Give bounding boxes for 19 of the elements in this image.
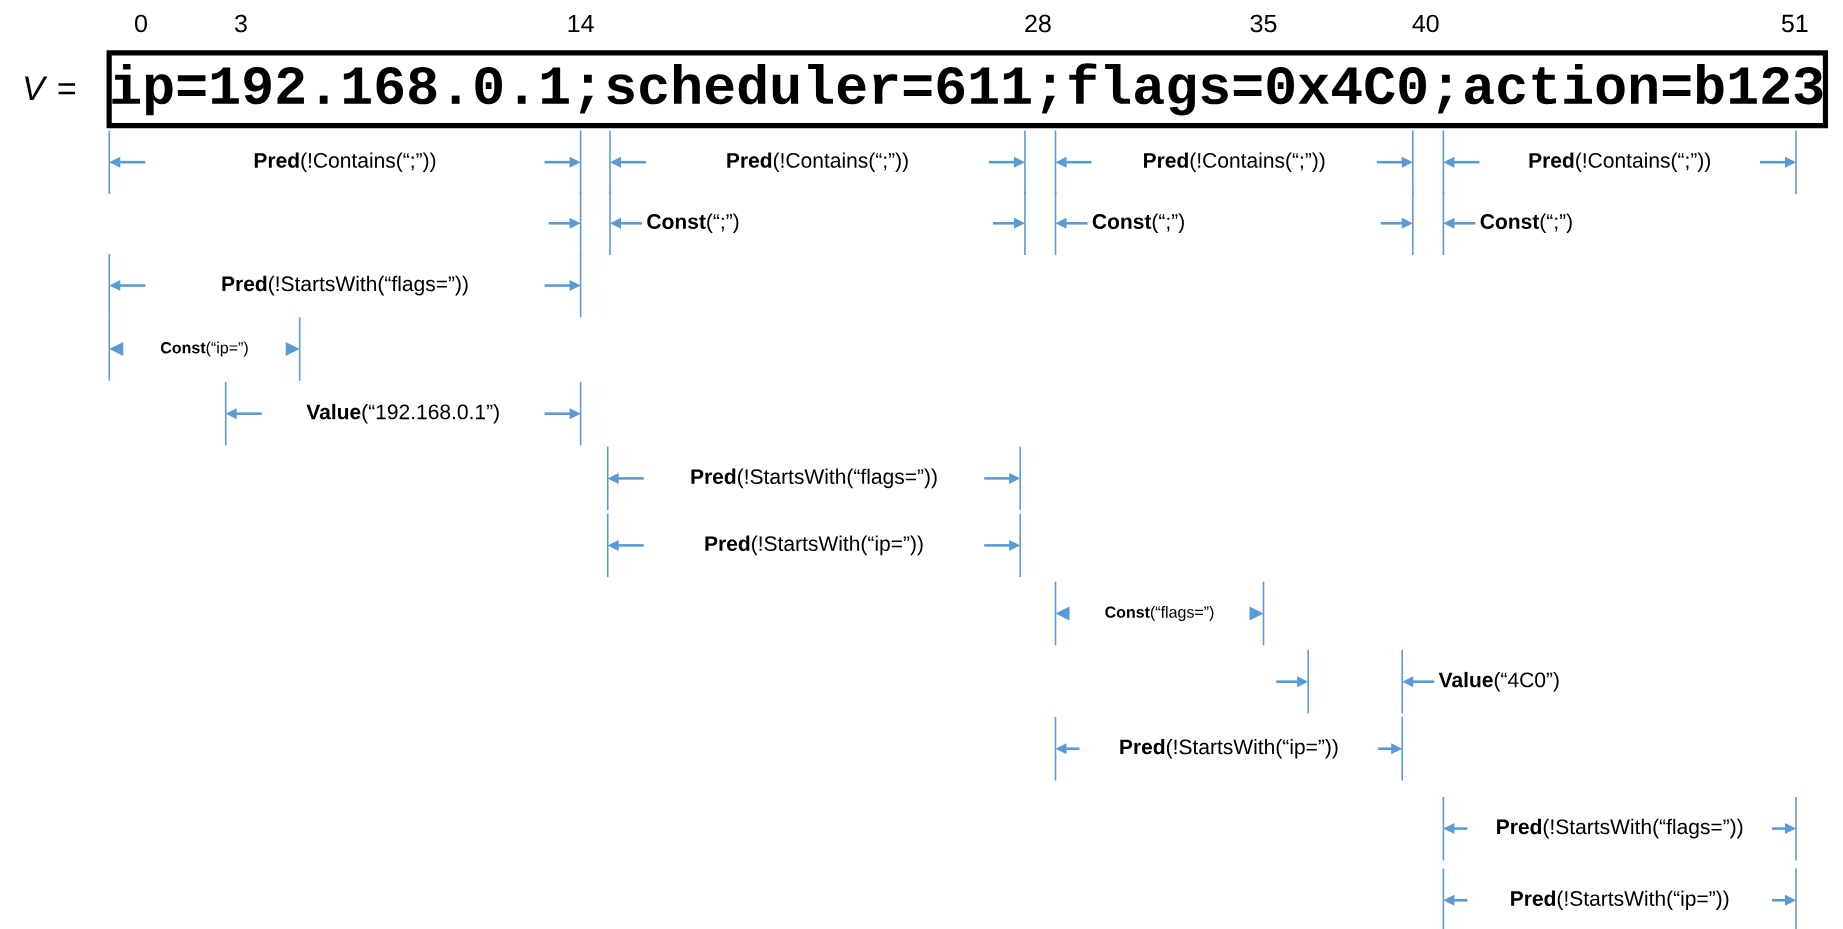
span-label: Pred(!StartsWith(“flags=”)) [691, 468, 937, 489]
span-label: Pred(!Contains(“;”)) [1144, 152, 1325, 172]
string-box: ip=192.168.0.1;scheduler=611;flags=0x4C0;action=b123 [106, 50, 1829, 129]
span-label: Value(“4C0”) [1438, 671, 1559, 692]
span-label: Pred(!StartsWith(“ip=”)) [1511, 890, 1729, 911]
span-label: Const(“;”) [1092, 213, 1184, 234]
span-label: Pred(!Contains(“;”)) [1529, 152, 1710, 172]
span-label: Pred(!StartsWith(“flags=”)) [1497, 818, 1743, 839]
span-label: Const(“flags=”) [1105, 606, 1214, 621]
span-label: Const(“;”) [647, 213, 739, 234]
span-label: Pred(!Contains(“;”)) [254, 152, 436, 172]
span-label: Value(“192.168.0.1”) [306, 403, 499, 424]
variable-label: V = [25, 76, 76, 100]
span-label: Pred(!StartsWith(“ip=”)) [1120, 738, 1338, 759]
span-label: Const(“ip=”) [160, 341, 248, 357]
span-label: Const(“;”) [1480, 213, 1572, 234]
span-label: Pred(!StartsWith(“flags=”)) [222, 275, 468, 296]
span-label: Pred(!Contains(“;”)) [727, 152, 908, 172]
span-label: Pred(!StartsWith(“ip=”)) [705, 535, 923, 556]
